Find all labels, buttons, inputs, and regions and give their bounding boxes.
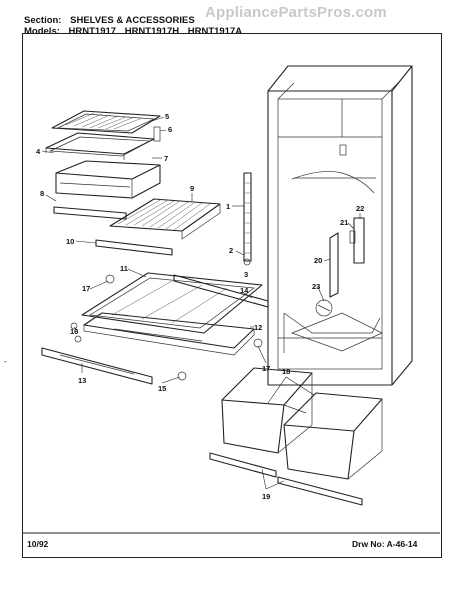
callout-10: 10 [66, 237, 74, 246]
crisper-drawer-right [283, 392, 383, 480]
callout-9: 9 [190, 184, 194, 193]
callout-19: 19 [262, 492, 270, 501]
callout-11: 11 [120, 264, 128, 273]
cold-control-assembly [315, 217, 365, 317]
shelf-support-rail [243, 172, 252, 266]
callout-leaders [41, 116, 361, 490]
drawer-front-trim [53, 206, 127, 220]
crisper-trim-strip [173, 274, 269, 308]
section-header: Section: SHELVES & ACCESSORIES [24, 15, 201, 26]
crisper-front-trim [41, 347, 153, 385]
callout-22: 22 [356, 204, 364, 213]
callout-7: 7 [164, 154, 168, 163]
margin-mark: - [4, 357, 7, 366]
model-number: HRNT1917 [68, 26, 117, 37]
models-label: Models: [24, 26, 60, 37]
callout-8: 8 [40, 189, 44, 198]
model-number: HRNT1917H [124, 26, 180, 37]
revision-date: 10/92 [27, 539, 49, 549]
callout-13: 13 [78, 376, 86, 385]
callout-2: 2 [229, 246, 233, 255]
shelf-frame [45, 132, 155, 160]
wire-shelf [109, 198, 221, 240]
diagram-frame [22, 33, 442, 558]
callout-18: 18 [282, 367, 290, 376]
crisper-cover-glass [81, 272, 263, 334]
callout-23: 23 [312, 282, 320, 291]
callout-14: 14 [240, 286, 249, 295]
crisper-drawer-left [221, 367, 313, 454]
callout-16: 16 [70, 327, 78, 336]
refrigerator-cabinet [267, 65, 413, 386]
section-value: SHELVES & ACCESSORIES [70, 15, 195, 26]
shelf-front-trim [95, 239, 173, 256]
model-number: HRNT1917A [187, 26, 243, 37]
callout-12: 12 [254, 323, 262, 332]
callout-17: 17 [82, 284, 90, 293]
shelf-clips [70, 274, 263, 381]
crisper-frame [83, 312, 255, 356]
models-header: Models: HRNT1917 HRNT1917H HRNT1917A [24, 26, 248, 37]
callout-21: 21 [340, 218, 348, 227]
section-label: Section: [24, 15, 62, 26]
callout-5: 5 [165, 112, 169, 121]
callout-labels: 5 6 4 7 8 9 1 10 2 3 21 22 20 23 11 14 1… [36, 112, 364, 501]
callout-6: 6 [168, 125, 172, 134]
drawing-number: Drw No: A-46-14 [352, 539, 418, 549]
callout-3: 3 [244, 270, 248, 279]
upper-shelf-grille [51, 110, 161, 142]
shelf-drawer [55, 160, 161, 199]
crisper-rails [209, 452, 363, 506]
callout-20: 20 [314, 256, 322, 265]
callout-4: 4 [36, 147, 41, 156]
watermark-text: AppliancePartsPros.com [205, 4, 387, 21]
callout-15: 15 [158, 384, 166, 393]
callout-1: 1 [226, 202, 230, 211]
exploded-parts-diagram: 5 6 4 7 8 9 1 10 2 3 21 22 20 23 11 14 1… [22, 65, 440, 534]
callout-17: 17 [262, 364, 270, 373]
